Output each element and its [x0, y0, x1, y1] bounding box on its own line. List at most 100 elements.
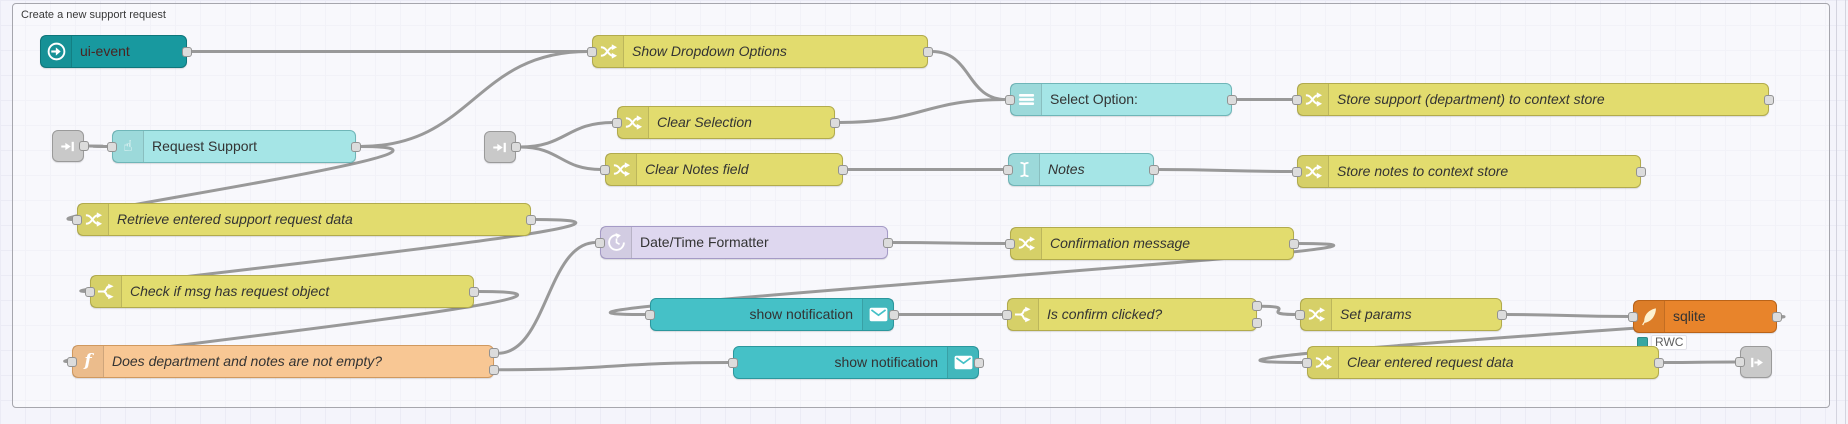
shuffle-icon	[1011, 228, 1042, 259]
wire[interactable]	[837, 98, 1008, 124]
node-clear-selection[interactable]: Clear Selection	[612, 106, 840, 139]
node-show-dropdown-options[interactable]: Show Dropdown Options	[587, 35, 933, 68]
input-port[interactable]	[1002, 309, 1012, 320]
input-port[interactable]	[1005, 94, 1015, 105]
output-port[interactable]	[1252, 317, 1262, 328]
output-port[interactable]	[1252, 301, 1262, 312]
input-port[interactable]	[67, 356, 77, 367]
output-port[interactable]	[974, 357, 984, 368]
node-notes[interactable]: Notes	[1003, 153, 1159, 186]
input-port[interactable]	[1005, 238, 1015, 249]
input-port[interactable]	[1292, 94, 1302, 105]
node-does-dept-notes-empty[interactable]: f Does department and notes are not empty…	[67, 345, 499, 378]
output-port[interactable]	[1289, 238, 1299, 249]
wire[interactable]	[86, 144, 110, 148]
output-port[interactable]	[1654, 357, 1664, 368]
output-port[interactable]	[923, 46, 933, 57]
wire[interactable]	[1661, 360, 1738, 364]
node-show-notification-2[interactable]: show notification	[728, 346, 984, 379]
input-port[interactable]	[72, 214, 82, 225]
wire[interactable]	[1259, 304, 1298, 316]
wire[interactable]	[358, 50, 590, 148]
arrow-circle-icon	[41, 36, 72, 67]
node-link-out[interactable]	[1735, 346, 1772, 378]
node-select-option[interactable]: Select Option:	[1005, 83, 1237, 116]
output-port[interactable]	[1227, 94, 1237, 105]
node-is-confirm-clicked[interactable]: Is confirm clicked?	[1002, 298, 1262, 331]
output-port[interactable]	[79, 141, 89, 151]
group-label: Create a new support request	[21, 9, 166, 21]
node-label: Does department and notes are not empty?	[112, 353, 383, 369]
hand-icon: ☝	[113, 131, 144, 162]
shuffle-icon	[78, 204, 109, 235]
node-set-params[interactable]: Set params	[1295, 298, 1507, 331]
node-label: Date/Time Formatter	[640, 234, 769, 250]
link-out-icon	[1741, 347, 1771, 377]
node-status: RWC	[1637, 334, 1688, 350]
wire[interactable]	[496, 241, 598, 355]
node-label: show notification	[834, 354, 938, 370]
node-clear-entered-data[interactable]: Clear entered request data	[1302, 346, 1664, 379]
output-port[interactable]	[838, 164, 848, 175]
wire[interactable]	[496, 361, 731, 372]
input-port[interactable]	[1295, 309, 1305, 320]
output-port[interactable]	[830, 117, 840, 128]
node-label: Notes	[1048, 161, 1085, 177]
output-port[interactable]	[1149, 164, 1159, 175]
input-port[interactable]	[587, 46, 597, 57]
node-ui-event[interactable]: ui-event	[40, 35, 192, 68]
node-label: Select Option:	[1050, 91, 1138, 107]
input-port[interactable]	[85, 286, 95, 297]
output-port[interactable]	[489, 364, 499, 375]
node-check-request-object[interactable]: Check if msg has request object	[85, 275, 479, 308]
envelope-icon	[947, 347, 978, 378]
node-datetime-formatter[interactable]: Date/Time Formatter	[595, 226, 893, 259]
input-port[interactable]	[1628, 311, 1638, 322]
wire[interactable]	[518, 121, 615, 149]
output-port[interactable]	[1636, 166, 1646, 177]
output-port[interactable]	[526, 214, 536, 225]
input-port[interactable]	[728, 357, 738, 368]
node-label: Request Support	[152, 138, 258, 154]
function-icon: f	[73, 346, 104, 377]
output-port[interactable]	[1764, 94, 1774, 105]
node-confirmation-message[interactable]: Confirmation message	[1005, 227, 1299, 260]
output-port[interactable]	[489, 348, 499, 359]
wire[interactable]	[890, 241, 1008, 245]
output-port[interactable]	[351, 141, 361, 152]
wire[interactable]	[1156, 168, 1295, 173]
wire[interactable]	[518, 145, 603, 171]
clock-icon	[601, 227, 632, 258]
input-port[interactable]	[612, 117, 622, 128]
node-request-support[interactable]: ☝ Request Support	[107, 130, 361, 163]
output-port[interactable]	[1497, 309, 1507, 320]
output-port[interactable]	[1772, 311, 1782, 322]
input-port[interactable]	[595, 237, 605, 248]
input-port[interactable]	[1003, 164, 1013, 175]
wire[interactable]	[930, 50, 1008, 101]
shuffle-icon	[606, 154, 637, 185]
wire[interactable]	[608, 242, 1336, 316]
output-port[interactable]	[889, 309, 899, 320]
output-port[interactable]	[883, 237, 893, 248]
output-port[interactable]	[469, 286, 479, 297]
link-in-icon	[53, 131, 83, 161]
input-port[interactable]	[1292, 166, 1302, 177]
input-port[interactable]	[107, 141, 117, 152]
node-link-in-2[interactable]	[484, 131, 521, 163]
input-port[interactable]	[1735, 357, 1745, 367]
node-store-support[interactable]: Store support (department) to context st…	[1292, 83, 1774, 116]
input-port[interactable]	[600, 164, 610, 175]
node-retrieve-data[interactable]: Retrieve entered support request data	[72, 203, 536, 236]
node-sqlite[interactable]: sqlite	[1628, 300, 1782, 333]
input-port[interactable]	[1302, 357, 1312, 368]
wire[interactable]	[1504, 313, 1631, 318]
node-link-in-1[interactable]	[52, 130, 89, 162]
output-port[interactable]	[182, 46, 192, 57]
output-port[interactable]	[511, 142, 521, 152]
node-store-notes[interactable]: Store notes to context store	[1292, 155, 1646, 188]
node-show-notification-1[interactable]: show notification	[645, 298, 899, 331]
input-port[interactable]	[645, 309, 655, 320]
node-clear-notes-field[interactable]: Clear Notes field	[600, 153, 848, 186]
